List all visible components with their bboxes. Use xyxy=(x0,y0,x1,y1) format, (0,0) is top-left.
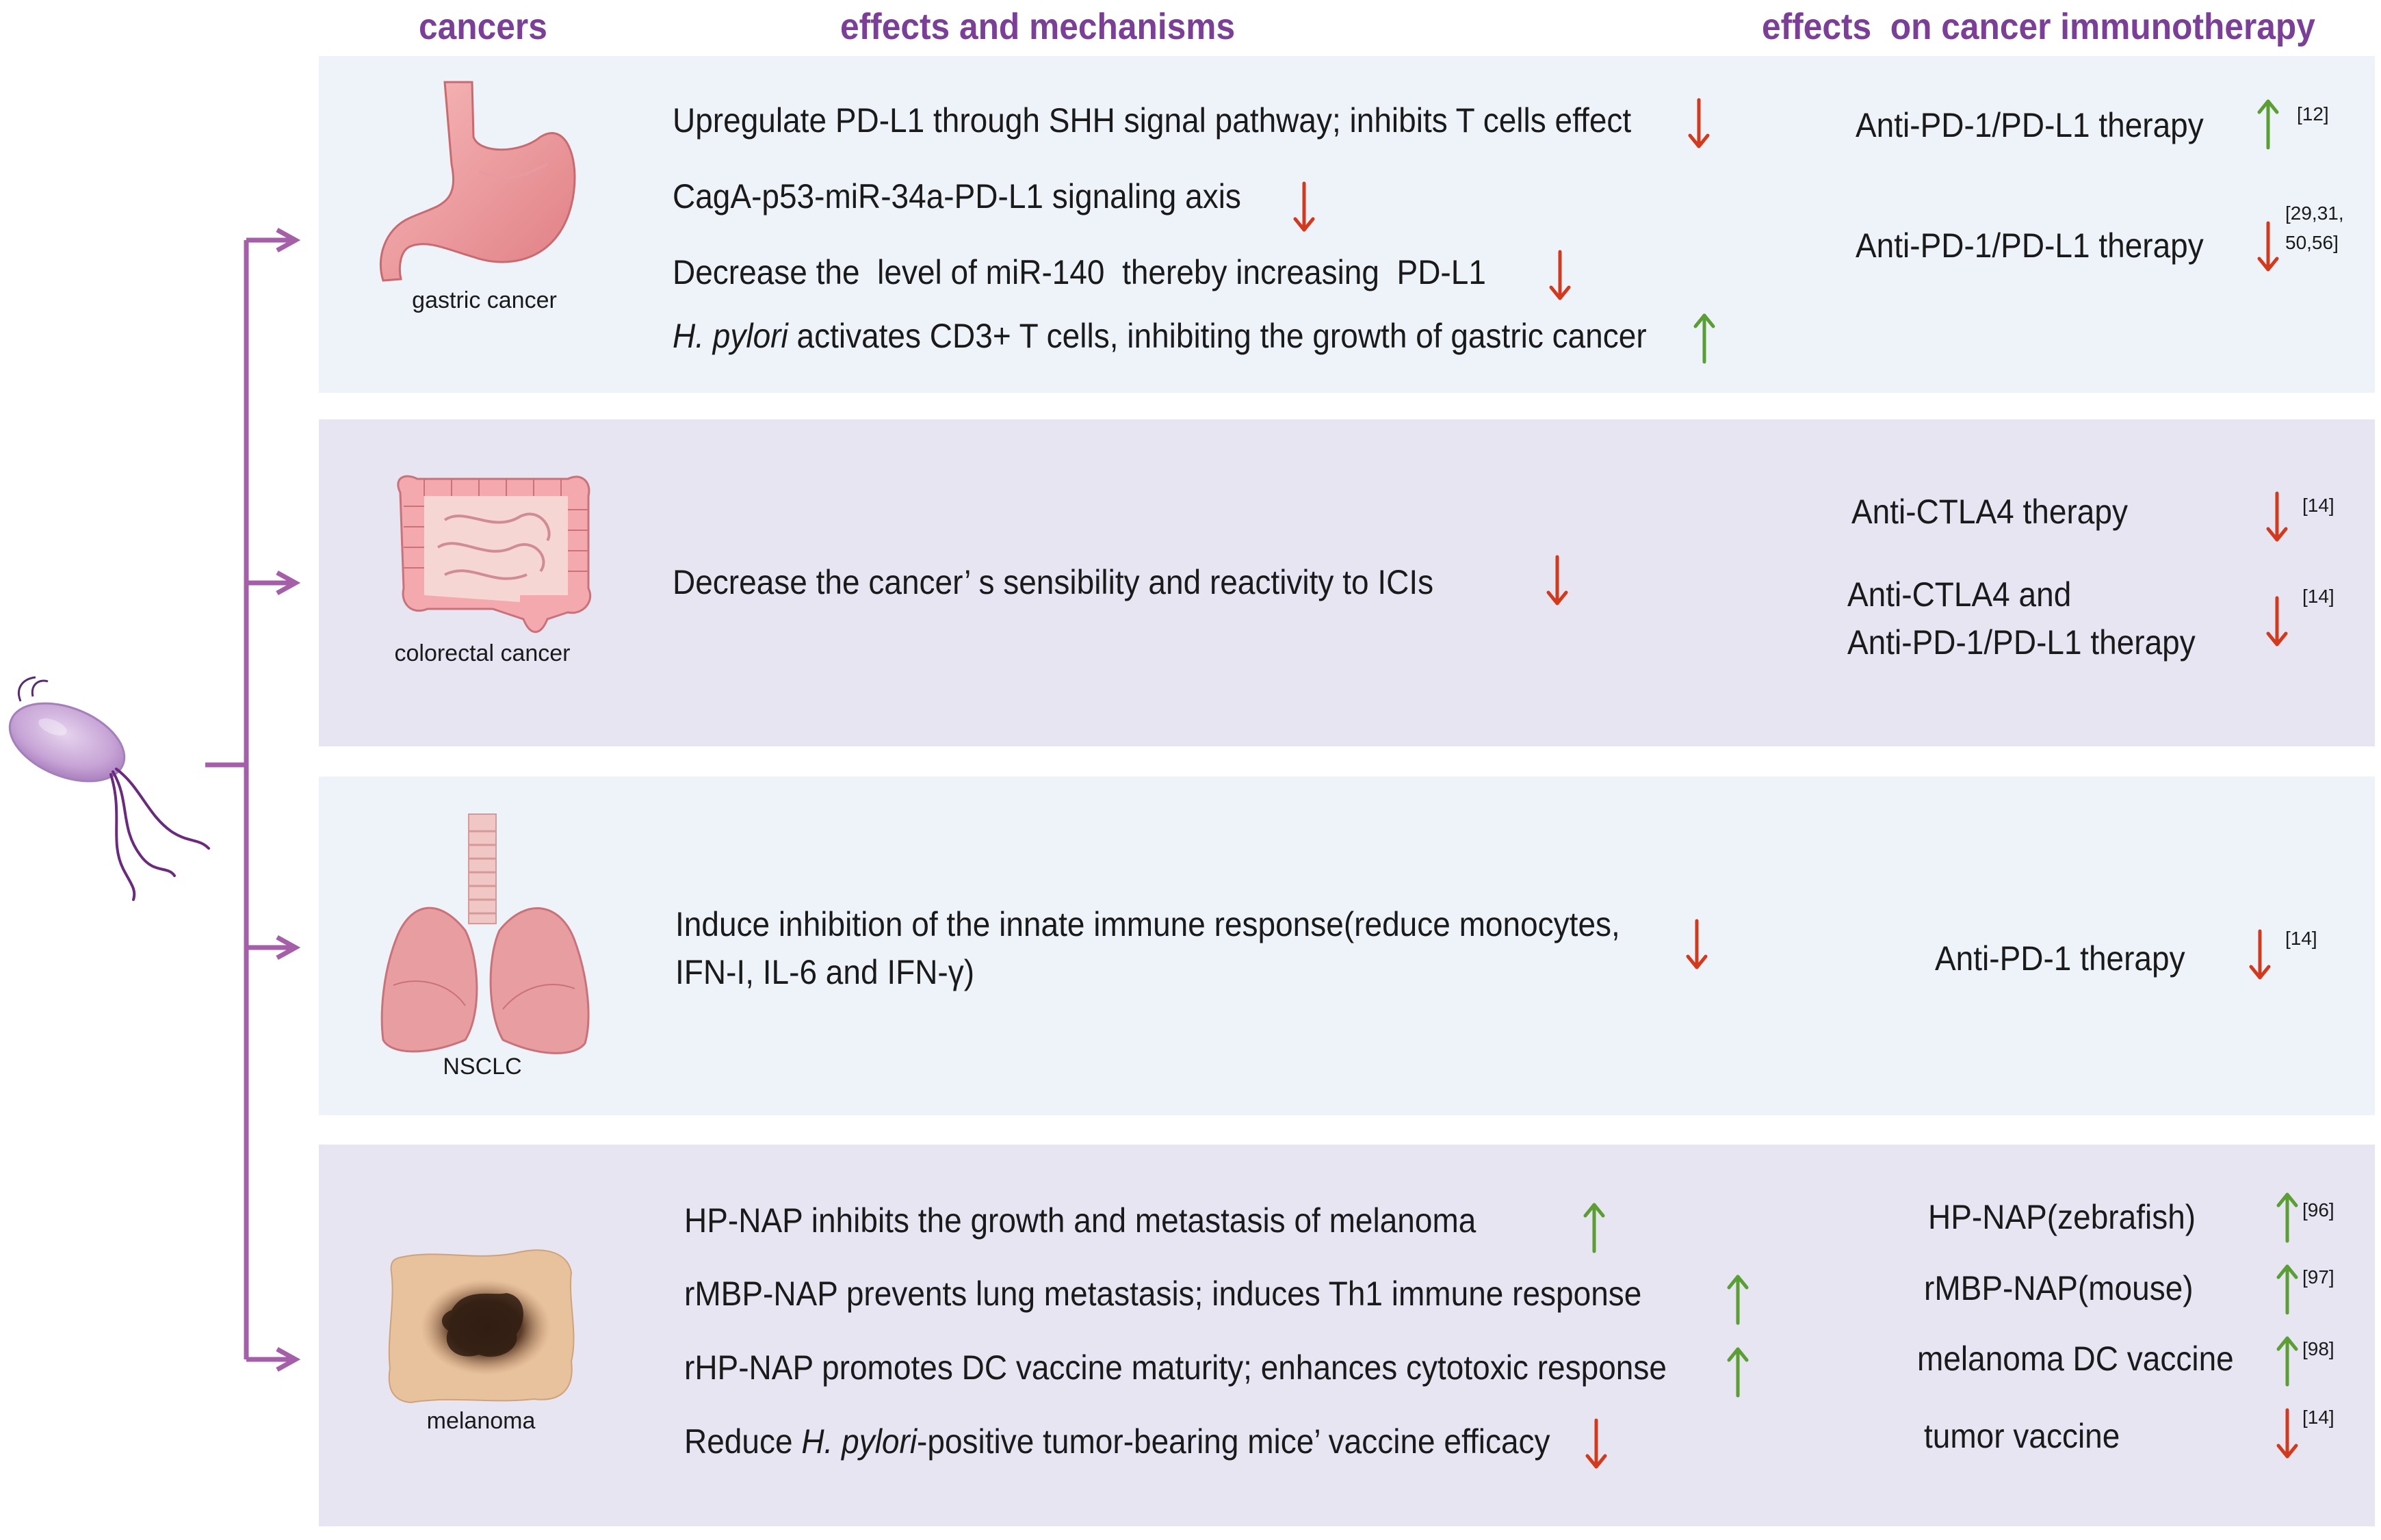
mechanism-text: rHP-NAP promotes DC vaccine maturity; en… xyxy=(684,1348,1667,1387)
melanoma-panel xyxy=(319,1145,2375,1526)
therapy-text: HP-NAP(zebrafish) xyxy=(1928,1198,2196,1236)
mechanism-rest: -positive tumor-bearing mice’ vaccine ef… xyxy=(917,1422,1550,1461)
arrow-down-icon xyxy=(2249,929,2271,980)
mechanism-text: IFN-I, IL-6 and IFN-γ) xyxy=(675,953,975,991)
arrow-up-icon xyxy=(2276,1264,2298,1315)
arrow-down-icon xyxy=(1688,98,1710,148)
mechanism-text: Decrease the cancer’ s sensibility and r… xyxy=(673,563,1434,601)
therapy-text: Anti-PD-1 therapy xyxy=(1935,939,2185,978)
therapy-text: tumor vaccine xyxy=(1924,1417,2120,1455)
mechanism-text: HP-NAP inhibits the growth and metastasi… xyxy=(684,1201,1476,1240)
mechanism-text: Decrease the level of miR-140 thereby in… xyxy=(673,253,1486,291)
colorectal-cancer-panel xyxy=(319,419,2375,746)
reference-label: [29,31, xyxy=(2285,203,2344,224)
arrow-down-icon xyxy=(1546,555,1568,605)
arrow-down-icon xyxy=(1585,1418,1607,1469)
header-immunotherapy-effects: effects on cancer immunotherapy xyxy=(1762,6,2315,47)
mechanism-prefix: Reduce xyxy=(684,1422,802,1461)
arrow-up-icon xyxy=(1727,1275,1749,1325)
arrow-down-icon xyxy=(2266,596,2288,647)
mechanism-italic: H. pylori xyxy=(801,1422,918,1461)
arrow-down-icon xyxy=(2257,221,2279,272)
therapy-text: Anti-PD-1/PD-L1 therapy xyxy=(1856,106,2204,144)
reference-label: [97] xyxy=(2302,1266,2334,1288)
arrow-up-icon xyxy=(2257,99,2279,150)
therapy-text: melanoma DC vaccine xyxy=(1917,1340,2234,1378)
mechanism-rest: activates CD3+ T cells, inhibiting the g… xyxy=(788,317,1647,355)
gastric-cancer-panel xyxy=(319,56,2375,393)
arrow-up-icon xyxy=(2276,1192,2298,1243)
header-effects-mechanisms: effects and mechanisms xyxy=(840,6,1236,47)
reference-label: [12] xyxy=(2297,103,2329,125)
therapy-text: rMBP-NAP(mouse) xyxy=(1924,1269,2194,1307)
nsclc-panel xyxy=(319,776,2375,1115)
arrow-up-icon xyxy=(2276,1336,2298,1387)
reference-label: [14] xyxy=(2302,1407,2334,1428)
therapy-text: Anti-PD-1/PD-L1 therapy xyxy=(1847,623,2196,662)
cancer-label-gastric: gastric cancer xyxy=(412,287,557,313)
arrow-down-icon xyxy=(1549,250,1571,300)
cancer-label-nsclc: NSCLC xyxy=(443,1054,522,1080)
reference-label: [14] xyxy=(2302,495,2334,516)
cancer-label-colorectal: colorectal cancer xyxy=(394,640,571,666)
arrow-down-icon xyxy=(2266,491,2288,542)
therapy-text: Anti-PD-1/PD-L1 therapy xyxy=(1856,226,2204,265)
mechanism-italic: H. pylori xyxy=(673,317,788,355)
reference-label: [14] xyxy=(2302,586,2334,607)
reference-label: 50,56] xyxy=(2285,232,2339,253)
mechanism-text: Induce inhibition of the innate immune r… xyxy=(675,905,1620,943)
arrow-up-icon xyxy=(1727,1347,1749,1398)
reference-label: [96] xyxy=(2302,1199,2334,1221)
therapy-text: Anti-CTLA4 and xyxy=(1847,575,2072,614)
reference-label: [98] xyxy=(2302,1338,2334,1359)
arrow-up-icon xyxy=(1693,313,1715,364)
header-cancers: cancers xyxy=(419,6,547,47)
mechanism-text: Upregulate PD-L1 through SHH signal path… xyxy=(673,101,1632,140)
arrow-down-icon xyxy=(2276,1408,2298,1459)
arrow-down-icon xyxy=(1686,919,1708,969)
mechanism-text: Reduce H. pylori-positive tumor-bearing … xyxy=(684,1420,1550,1463)
mechanism-text: H. pylori activates CD3+ T cells, inhibi… xyxy=(673,315,1647,357)
arrow-up-icon xyxy=(1583,1203,1605,1253)
mechanism-text: CagA-p53-miR-34a-PD-L1 signaling axis xyxy=(673,177,1241,216)
arrow-down-icon xyxy=(1293,181,1315,232)
mechanism-text: rMBP-NAP prevents lung metastasis; induc… xyxy=(684,1275,1642,1313)
reference-label: [14] xyxy=(2285,928,2317,949)
cancer-label-melanoma: melanoma xyxy=(426,1408,536,1434)
therapy-text: Anti-CTLA4 therapy xyxy=(1851,493,2128,531)
